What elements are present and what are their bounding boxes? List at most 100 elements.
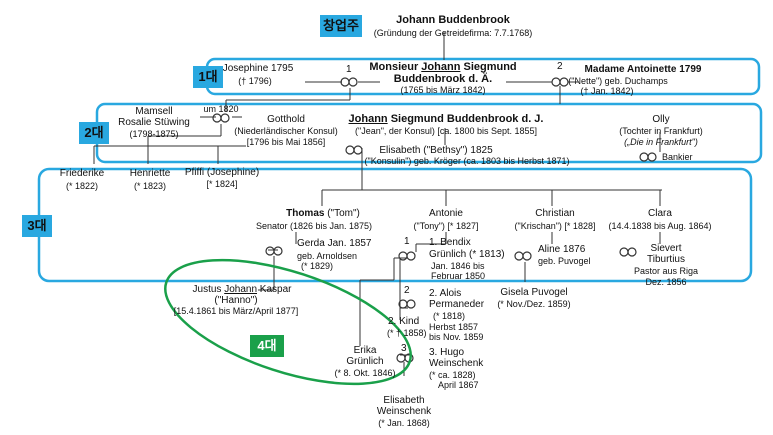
sievert-line3: Pastor aus Riga xyxy=(633,266,699,276)
founder-name: Johann Buddenbrook xyxy=(396,14,510,26)
gotthold-sub: (Niederländischer Konsul) xyxy=(234,126,338,136)
marriage-ring-icon xyxy=(639,152,657,162)
generation-3-badge: 3대 xyxy=(22,215,52,237)
hugo-line3: (* ca. 1828) xyxy=(429,370,476,380)
johann-elder-prefix: Monsieur xyxy=(369,61,422,73)
josephine-name: Josephine 1795 xyxy=(222,63,294,74)
johann-younger-rest: Siegmund Buddenbrook d. J. xyxy=(387,113,544,125)
bankier-label: Bankier xyxy=(662,152,693,162)
justus-callname: Johann xyxy=(224,284,258,295)
bendix-line3: Jan. 1846 bis xyxy=(431,261,485,271)
justus-name: Justus Johann Kaspar xyxy=(193,284,292,295)
mamsell-line2: Rosalie Stüwing xyxy=(118,117,190,128)
connector-lines xyxy=(93,32,662,376)
elisabeth-name: Elisabeth ("Bethsy") 1825 xyxy=(379,145,493,156)
johann-elder-dates: (1765 bis März 1842) xyxy=(400,85,486,95)
hugo-line2: Weinschenk xyxy=(429,358,484,369)
antoinette-sub: ("Nette") geb. Duchamps xyxy=(568,76,668,86)
olly-note: („Die in Frankfurt") xyxy=(624,137,698,147)
clara-name: Clara xyxy=(648,208,672,219)
johann-younger-callname: Johann xyxy=(348,113,388,125)
aline-sub: geb. Puvogel xyxy=(538,256,591,266)
justus-nickname: ("Hanno") xyxy=(214,295,258,306)
founder-note: (Gründung der Getreidefirma: 7.7.1768) xyxy=(373,28,533,38)
antonie-name: Antonie xyxy=(429,208,463,219)
hugo-line4: April 1867 xyxy=(438,380,479,390)
marriage-ring-icon xyxy=(619,247,637,257)
marriage-ring-icon xyxy=(340,77,358,87)
johann-younger-name: Johann Siegmund Buddenbrook d. J. xyxy=(349,113,544,125)
gotthold-name: Gotthold xyxy=(267,114,305,125)
founder-badge: 창업주 xyxy=(320,15,362,37)
friederike-name: Friederike xyxy=(59,168,105,179)
antoinette-name: Madame Antoinette 1799 xyxy=(584,64,702,75)
elisabeth-weinschenk-line1: Elisabeth xyxy=(383,395,425,406)
marriage-number: 1 xyxy=(404,236,410,247)
thomas-name: Thomas ("Tom") xyxy=(286,208,360,219)
justus-prefix: Justus xyxy=(192,284,225,295)
alois-line5: bis Nov. 1859 xyxy=(429,332,484,342)
gisela-name: Gisela Puvogel xyxy=(500,287,568,298)
generation-4-badge: 4대 xyxy=(250,335,284,357)
sievert-line4: Dez. 1856 xyxy=(645,277,687,287)
bendix-line2: Grünlich (* 1813) xyxy=(429,249,505,260)
generation-4-ellipse xyxy=(164,258,412,386)
antonie-sub: ("Tony") [* 1827] xyxy=(413,221,479,231)
gerda-date: (* 1829) xyxy=(301,261,334,271)
thomas-nickname: ("Tom") xyxy=(324,208,360,219)
thomas-sub: Senator (1826 bis Jan. 1875) xyxy=(255,221,373,231)
pfiffi-name: Pfiffi (Josephine) xyxy=(184,167,260,178)
erika-line1: Erika xyxy=(353,345,377,356)
hugo-line1: 3. Hugo xyxy=(429,347,465,358)
josephine-date: († 1796) xyxy=(238,76,272,86)
elisabeth-weinschenk-line2: Weinschenk xyxy=(376,406,432,417)
kind-line1: 2. Kind xyxy=(388,316,420,327)
marriage-number: 2 xyxy=(557,61,563,72)
bendix-line1: 1. Bendix xyxy=(429,237,471,248)
gotthold-dates: [1796 bis Mai 1856] xyxy=(246,137,326,147)
johann-elder-surname: Buddenbrook d. Ä. xyxy=(393,73,493,85)
christian-name: Christian xyxy=(535,208,575,219)
elisabeth-sub: ("Konsulin") geb. Kröger (ca. 1803 bis H… xyxy=(364,156,570,166)
olly-name: Olly xyxy=(652,114,670,125)
gerda-sub: geb. Arnoldsen xyxy=(297,251,358,261)
sievert-line2: Tiburtius xyxy=(647,254,685,265)
mamsell-line1: Mamsell xyxy=(135,106,173,117)
pfiffi-date: [* 1824] xyxy=(206,179,238,189)
marriage-ring-icon xyxy=(551,77,569,87)
christian-sub: ("Krischan") [* 1828] xyxy=(514,221,596,231)
erika-line3: (* 8. Okt. 1846) xyxy=(334,368,396,378)
henriette-date: (* 1823) xyxy=(133,181,167,191)
marriage-ring-icon xyxy=(212,113,230,123)
friederike-date: (* 1822) xyxy=(65,181,99,191)
um-1820-label: um 1820 xyxy=(203,104,239,114)
kind-line2: (* † 1858) xyxy=(387,328,427,338)
marriage-ring-icon xyxy=(514,251,532,261)
marriage-number: 1 xyxy=(346,64,352,75)
olly-sub: (Tochter in Frankfurt) xyxy=(619,126,703,136)
alois-line4: Herbst 1857 xyxy=(429,322,479,332)
thomas-firstname: Thomas xyxy=(286,208,325,219)
marriage-number: 2 xyxy=(404,285,410,296)
johann-elder-callname: Johann xyxy=(421,61,461,73)
marriage-ring-icon xyxy=(265,246,283,256)
gerda-name: Gerda Jan. 1857 xyxy=(297,238,372,249)
gisela-sub: (* Nov./Dez. 1859) xyxy=(497,299,571,309)
antoinette-date: († Jan. 1842) xyxy=(580,86,634,96)
johann-elder-name: Monsieur Johann Siegmund xyxy=(369,61,516,73)
henriette-name: Henriette xyxy=(129,168,171,179)
bendix-line4: Februar 1850 xyxy=(431,271,486,281)
alois-line3: (* 1818) xyxy=(433,311,466,321)
elisabeth-weinschenk-line3: (* Jan. 1868) xyxy=(378,418,430,428)
marriage-ring-icon xyxy=(345,145,363,155)
mamsell-dates: (1798-1875) xyxy=(129,129,179,139)
marriage-number: 3 xyxy=(401,343,407,354)
erika-line2: Grünlich xyxy=(346,356,384,367)
aline-name: Aline 1876 xyxy=(538,244,586,255)
justus-dates: [15.4.1861 bis März/April 1877] xyxy=(173,306,299,316)
marriage-ring-icons xyxy=(212,77,657,363)
clara-sub: (14.4.1838 bis Aug. 1864) xyxy=(608,221,712,231)
generation-1-badge: 1대 xyxy=(193,66,223,88)
sievert-line1: Sievert xyxy=(650,243,682,254)
